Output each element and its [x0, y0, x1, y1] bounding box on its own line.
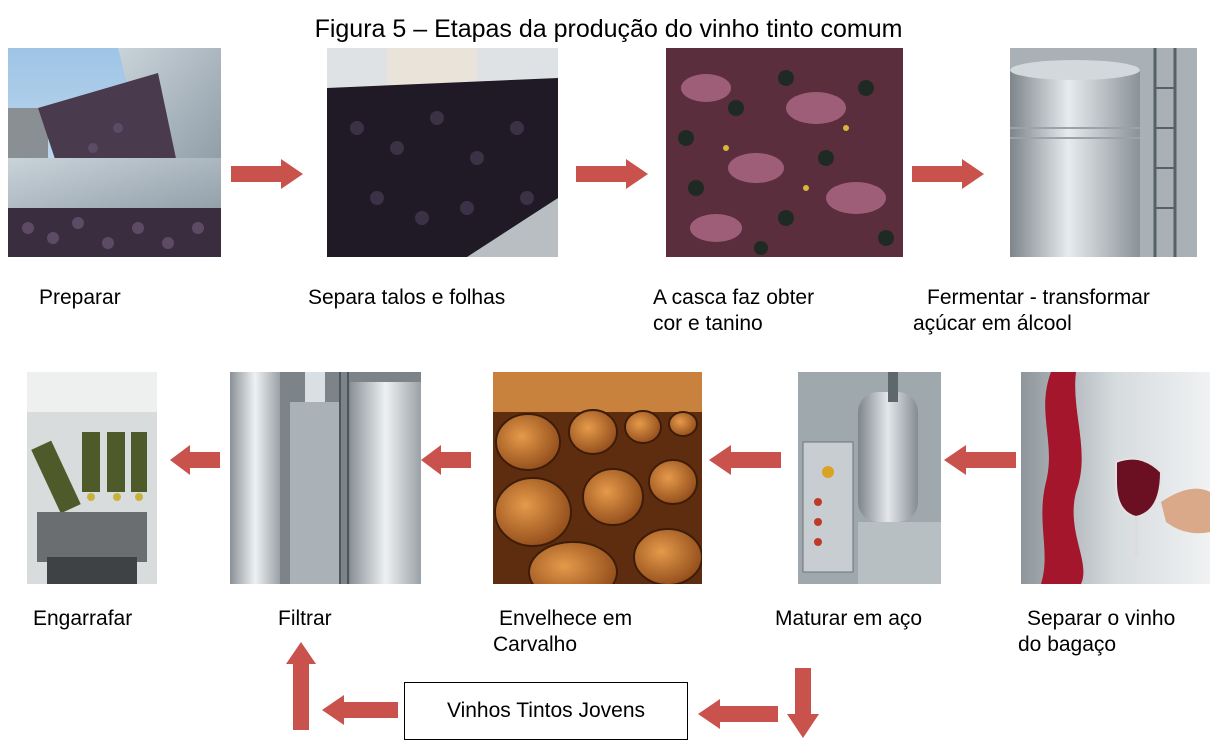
step-label-fermentar-line1: Fermentar - transformar: [927, 286, 1150, 309]
step-label-engarrafar: Engarrafar: [33, 607, 133, 630]
photo-crushed-must: [666, 48, 903, 257]
arrow-right-2: [576, 159, 648, 189]
young-red-wines-label: Vinhos Tintos Jovens: [446, 699, 646, 722]
arrow-left-from-box: [322, 695, 398, 725]
step-label-separa-talos: Separa talos e folhas: [308, 286, 506, 309]
arrow-left-2: [709, 445, 781, 475]
arrow-down-from-maturar: [787, 668, 819, 738]
step-label-filtrar: Filtrar: [278, 607, 332, 630]
photo-bottling: [27, 372, 157, 584]
step-label-envelhece-line2: Carvalho: [493, 633, 578, 656]
step-label-fermentar-line2: açúcar em álcool: [913, 312, 1072, 335]
photo-prepare-grapes: [8, 48, 221, 257]
figure-title: Figura 5 – Etapas da produção do vinho t…: [314, 15, 903, 43]
photo-oak-barrels: [493, 372, 702, 584]
step-label-separar-line2: do bagaço: [1018, 633, 1117, 656]
step-label-maturar: Maturar em aço: [775, 607, 923, 630]
step-label-casca-line2: cor e tanino: [653, 312, 763, 335]
arrow-left-4: [170, 445, 220, 475]
arrow-left-to-box: [698, 699, 778, 729]
arrow-right-3: [912, 159, 984, 189]
arrow-left-3: [421, 445, 471, 475]
step-label-casca-line1: A casca faz obter: [653, 286, 815, 309]
photo-sorting-table: [327, 48, 558, 257]
step-label-preparar: Preparar: [39, 286, 121, 309]
photo-steel-maturation: [798, 372, 941, 584]
step-label-envelhece-line1: Envelhece em: [499, 607, 633, 630]
step-label-separar-line1: Separar o vinho: [1027, 607, 1176, 630]
photo-wine-pouring: [1021, 372, 1210, 584]
arrow-up-to-filtrar: [286, 642, 316, 730]
photo-fermentation-tank: [1010, 48, 1197, 257]
arrow-left-1: [944, 445, 1016, 475]
photo-steel-tanks-aisle: [230, 372, 421, 584]
young-red-wines-box: Vinhos Tintos Jovens: [404, 682, 688, 740]
arrow-right-1: [231, 159, 303, 189]
